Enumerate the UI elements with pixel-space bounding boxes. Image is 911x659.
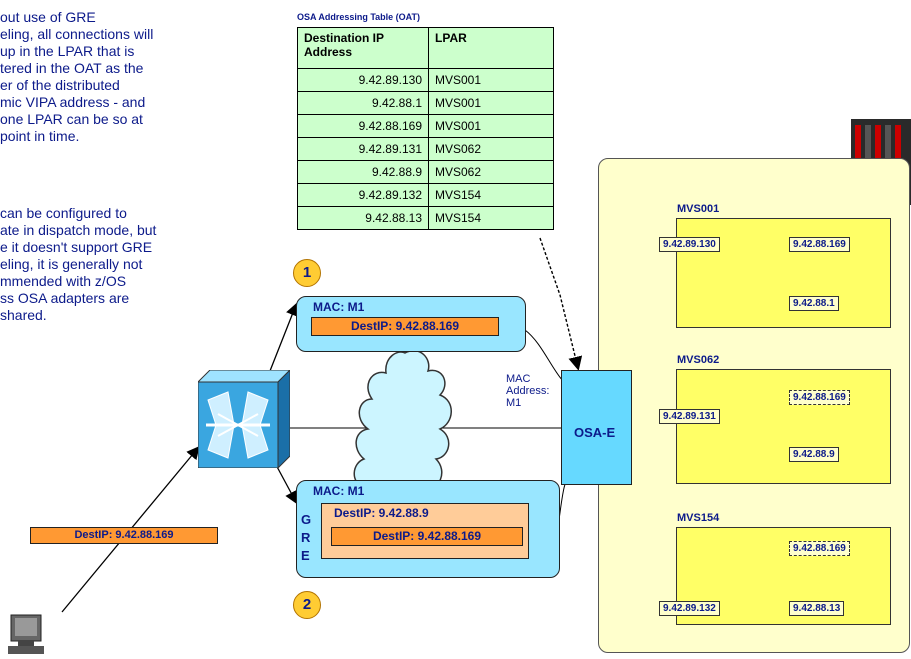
packet1-frame: MAC: M1 DestIP: 9.42.88.169 (296, 296, 526, 352)
mvs001-ip-3: 9.42.88.1 (789, 296, 839, 311)
packet1-mac: MAC: M1 (313, 300, 364, 314)
workstation-icon (8, 613, 44, 654)
mvs154-name: MVS154 (677, 512, 719, 524)
packet2-gre-label: G R E (301, 511, 311, 565)
packet2-outer-dest-text: DestIP: 9.42.88.9 (322, 504, 528, 520)
mvs062-name: MVS062 (677, 354, 719, 366)
packet2-mac: MAC: M1 (313, 484, 364, 498)
router-icon (198, 370, 290, 468)
mvs062-ip-3: 9.42.88.9 (789, 447, 839, 462)
mvs154-ip-1: 9.42.88.169 (789, 541, 850, 556)
osa-mac-label: MAC Address: M1 (506, 373, 549, 409)
mvs001-ip-2: 9.42.88.169 (789, 237, 850, 252)
gre-letter-e: E (301, 547, 311, 565)
mvs001-ip-1: 9.42.89.130 (659, 237, 720, 252)
oat-osa-dashed-line (540, 238, 578, 368)
mvs154-ip-2: 9.42.89.132 (659, 601, 720, 616)
mvs154-ip-3: 9.42.88.13 (789, 601, 844, 616)
packet2-inner-dest: DestIP: 9.42.88.169 (331, 527, 523, 546)
packet2-frame: MAC: M1 G R E DestIP: 9.42.88.9 DestIP: … (296, 480, 560, 578)
packet1-dest: DestIP: 9.42.88.169 (311, 317, 499, 336)
osa-label: OSA-E (574, 425, 615, 440)
mvs062-ip-1: 9.42.88.169 (789, 390, 850, 405)
router-packet1-line (268, 305, 296, 376)
gre-letter-r: R (301, 529, 311, 547)
gre-letter-g: G (301, 511, 311, 529)
osa-adapter: OSA-E (561, 370, 632, 485)
mvs062-ip-2: 9.42.89.131 (659, 409, 720, 424)
mvs154-lpar: 9.42.88.169 9.42.89.132 9.42.88.13 (676, 527, 891, 625)
packet2-badge: 2 (293, 591, 321, 619)
mvs001-name: MVS001 (677, 203, 719, 215)
mvs001-lpar: 9.42.89.130 9.42.88.169 9.42.88.1 (676, 218, 891, 328)
client-packet-dest: DestIP: 9.42.88.169 (30, 527, 218, 544)
mvs062-lpar: 9.42.88.169 9.42.89.131 9.42.88.9 (676, 369, 891, 484)
packet1-badge: 1 (293, 259, 321, 287)
